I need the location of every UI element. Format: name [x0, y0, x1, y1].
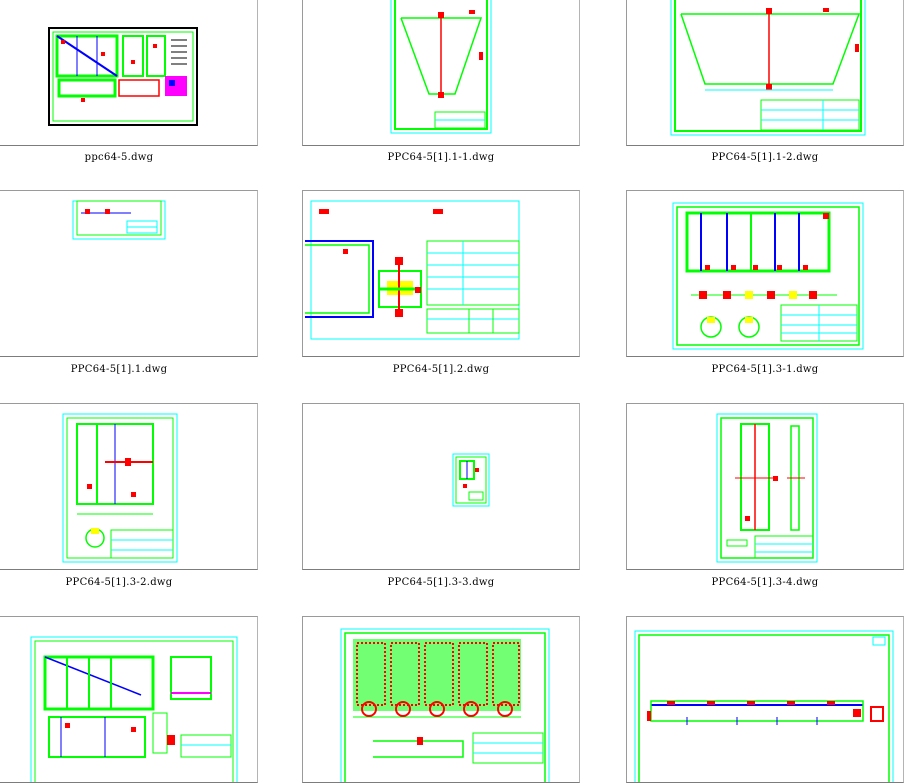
- cad-drawing-preview: [634, 630, 894, 782]
- cad-drawing-preview: [305, 200, 520, 340]
- cad-drawing-preview: [30, 636, 238, 782]
- cad-drawing-preview: [716, 413, 818, 563]
- file-name-label[interactable]: PPC64-5[1].1-1.dwg: [387, 152, 495, 163]
- file-name-label[interactable]: PPC64-5[1].1-2.dwg: [711, 152, 819, 163]
- cad-drawing-preview: [48, 27, 198, 126]
- file-name-label[interactable]: PPC64-5[1].1.dwg: [70, 364, 168, 375]
- cad-drawing-preview: [452, 453, 490, 507]
- dwg-thumbnail[interactable]: [302, 616, 580, 783]
- dwg-thumbnail[interactable]: [302, 190, 580, 357]
- dwg-thumbnail[interactable]: [0, 616, 258, 783]
- dwg-thumbnail[interactable]: [302, 403, 580, 570]
- file-name-label[interactable]: PPC64-5[1].2.dwg: [392, 364, 490, 375]
- dwg-thumbnail[interactable]: [302, 0, 580, 146]
- file-name-label[interactable]: ppc64-5.dwg: [84, 152, 154, 163]
- cad-drawing-preview: [62, 413, 178, 563]
- cad-drawing-preview: [340, 628, 550, 782]
- cad-drawing-preview: [670, 0, 866, 136]
- dwg-thumbnail[interactable]: [626, 0, 904, 146]
- cad-drawing-preview: [72, 200, 166, 240]
- dwg-thumbnail[interactable]: [626, 190, 904, 357]
- cad-drawing-preview: [672, 202, 864, 350]
- dwg-thumbnail[interactable]: [0, 403, 258, 570]
- file-name-label[interactable]: PPC64-5[1].3-1.dwg: [711, 364, 819, 375]
- file-name-label[interactable]: PPC64-5[1].3-4.dwg: [711, 577, 819, 588]
- file-name-label[interactable]: PPC64-5[1].3-3.dwg: [387, 577, 495, 588]
- dwg-thumbnail[interactable]: [0, 190, 258, 357]
- dwg-thumbnail[interactable]: [626, 616, 904, 783]
- cad-drawing-preview: [390, 0, 492, 134]
- dwg-thumbnail[interactable]: [0, 0, 258, 146]
- dwg-thumbnail[interactable]: [626, 403, 904, 570]
- file-name-label[interactable]: PPC64-5[1].3-2.dwg: [65, 577, 173, 588]
